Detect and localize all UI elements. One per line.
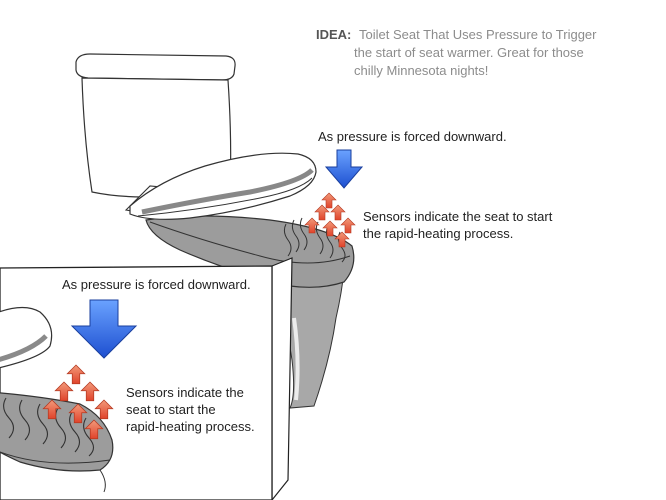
- inset-sensors-line-3: rapid-heating process.: [126, 419, 255, 434]
- idea-line-2: the start of seat warmer. Great for thos…: [354, 45, 584, 60]
- inset-sensors-line-1: Sensors indicate the: [126, 385, 244, 400]
- main-pressure-caption: As pressure is forced downward.: [318, 129, 507, 144]
- main-toilet: [75, 53, 355, 409]
- down-arrow-icon: [70, 299, 138, 359]
- main-sensors-caption: Sensors indicate the seat to start the r…: [363, 208, 563, 242]
- main-sensors-line-1: Sensors indicate the seat to start: [363, 209, 553, 224]
- inset-sensors-caption: Sensors indicate the seat to start the r…: [126, 384, 286, 435]
- inset-pressure-caption: As pressure is forced downward.: [62, 277, 251, 292]
- tank-lid: [75, 53, 236, 81]
- inset-panel: [0, 257, 293, 500]
- idea-line-1: Toilet Seat That Uses Pressure to Trigge…: [359, 27, 597, 42]
- idea-label: IDEA:: [316, 27, 352, 42]
- inset-sensors-line-2: seat to start the: [126, 402, 216, 417]
- idea-line-3: chilly Minnesota nights!: [354, 63, 489, 78]
- down-arrow-icon: [324, 149, 364, 189]
- bowl: [145, 215, 355, 288]
- idea-text: IDEA: Toilet Seat That Uses Pressure to …: [316, 26, 656, 80]
- main-sensors-line-2: the rapid-heating process.: [363, 226, 514, 241]
